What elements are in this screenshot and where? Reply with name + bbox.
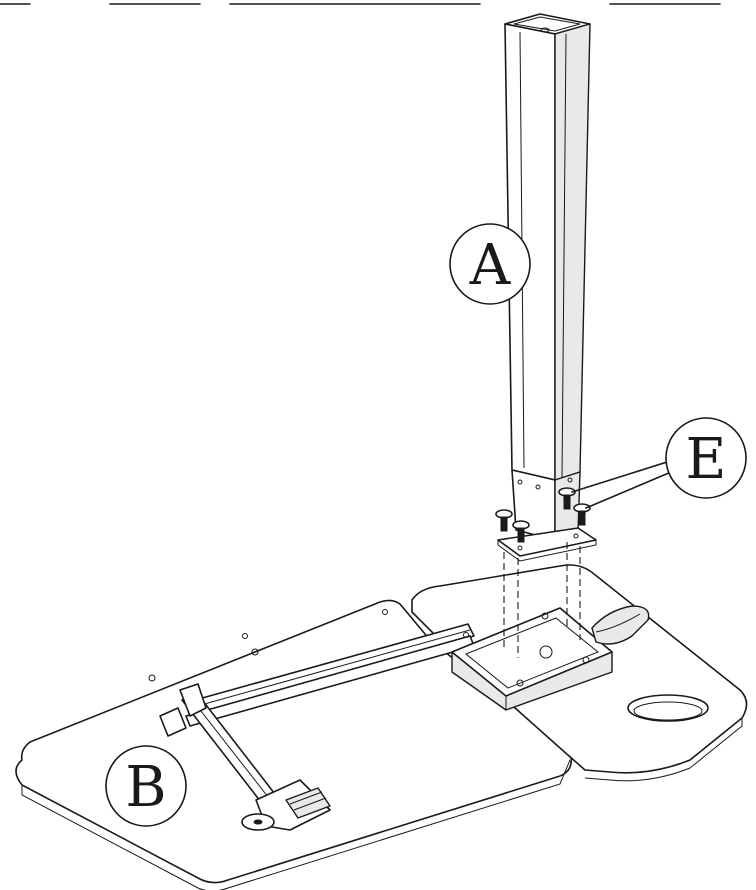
mounting-plate bbox=[497, 527, 597, 562]
support-arm bbox=[159, 683, 331, 831]
column bbox=[504, 13, 591, 541]
callout-b: B bbox=[105, 745, 187, 827]
callout-e: E bbox=[665, 417, 747, 499]
screw bbox=[495, 509, 513, 532]
callout-a: A bbox=[449, 223, 531, 305]
screw bbox=[558, 487, 576, 510]
callout-b-label: B bbox=[125, 755, 166, 820]
slider-handle bbox=[591, 605, 650, 645]
base-mount bbox=[451, 607, 613, 711]
callout-a-label: A bbox=[469, 233, 511, 298]
callout-e-label: E bbox=[686, 427, 727, 492]
screws bbox=[495, 487, 591, 543]
alignment-lines bbox=[503, 542, 581, 658]
cup-holder bbox=[627, 694, 709, 722]
screw bbox=[573, 503, 591, 526]
screw bbox=[512, 520, 530, 543]
